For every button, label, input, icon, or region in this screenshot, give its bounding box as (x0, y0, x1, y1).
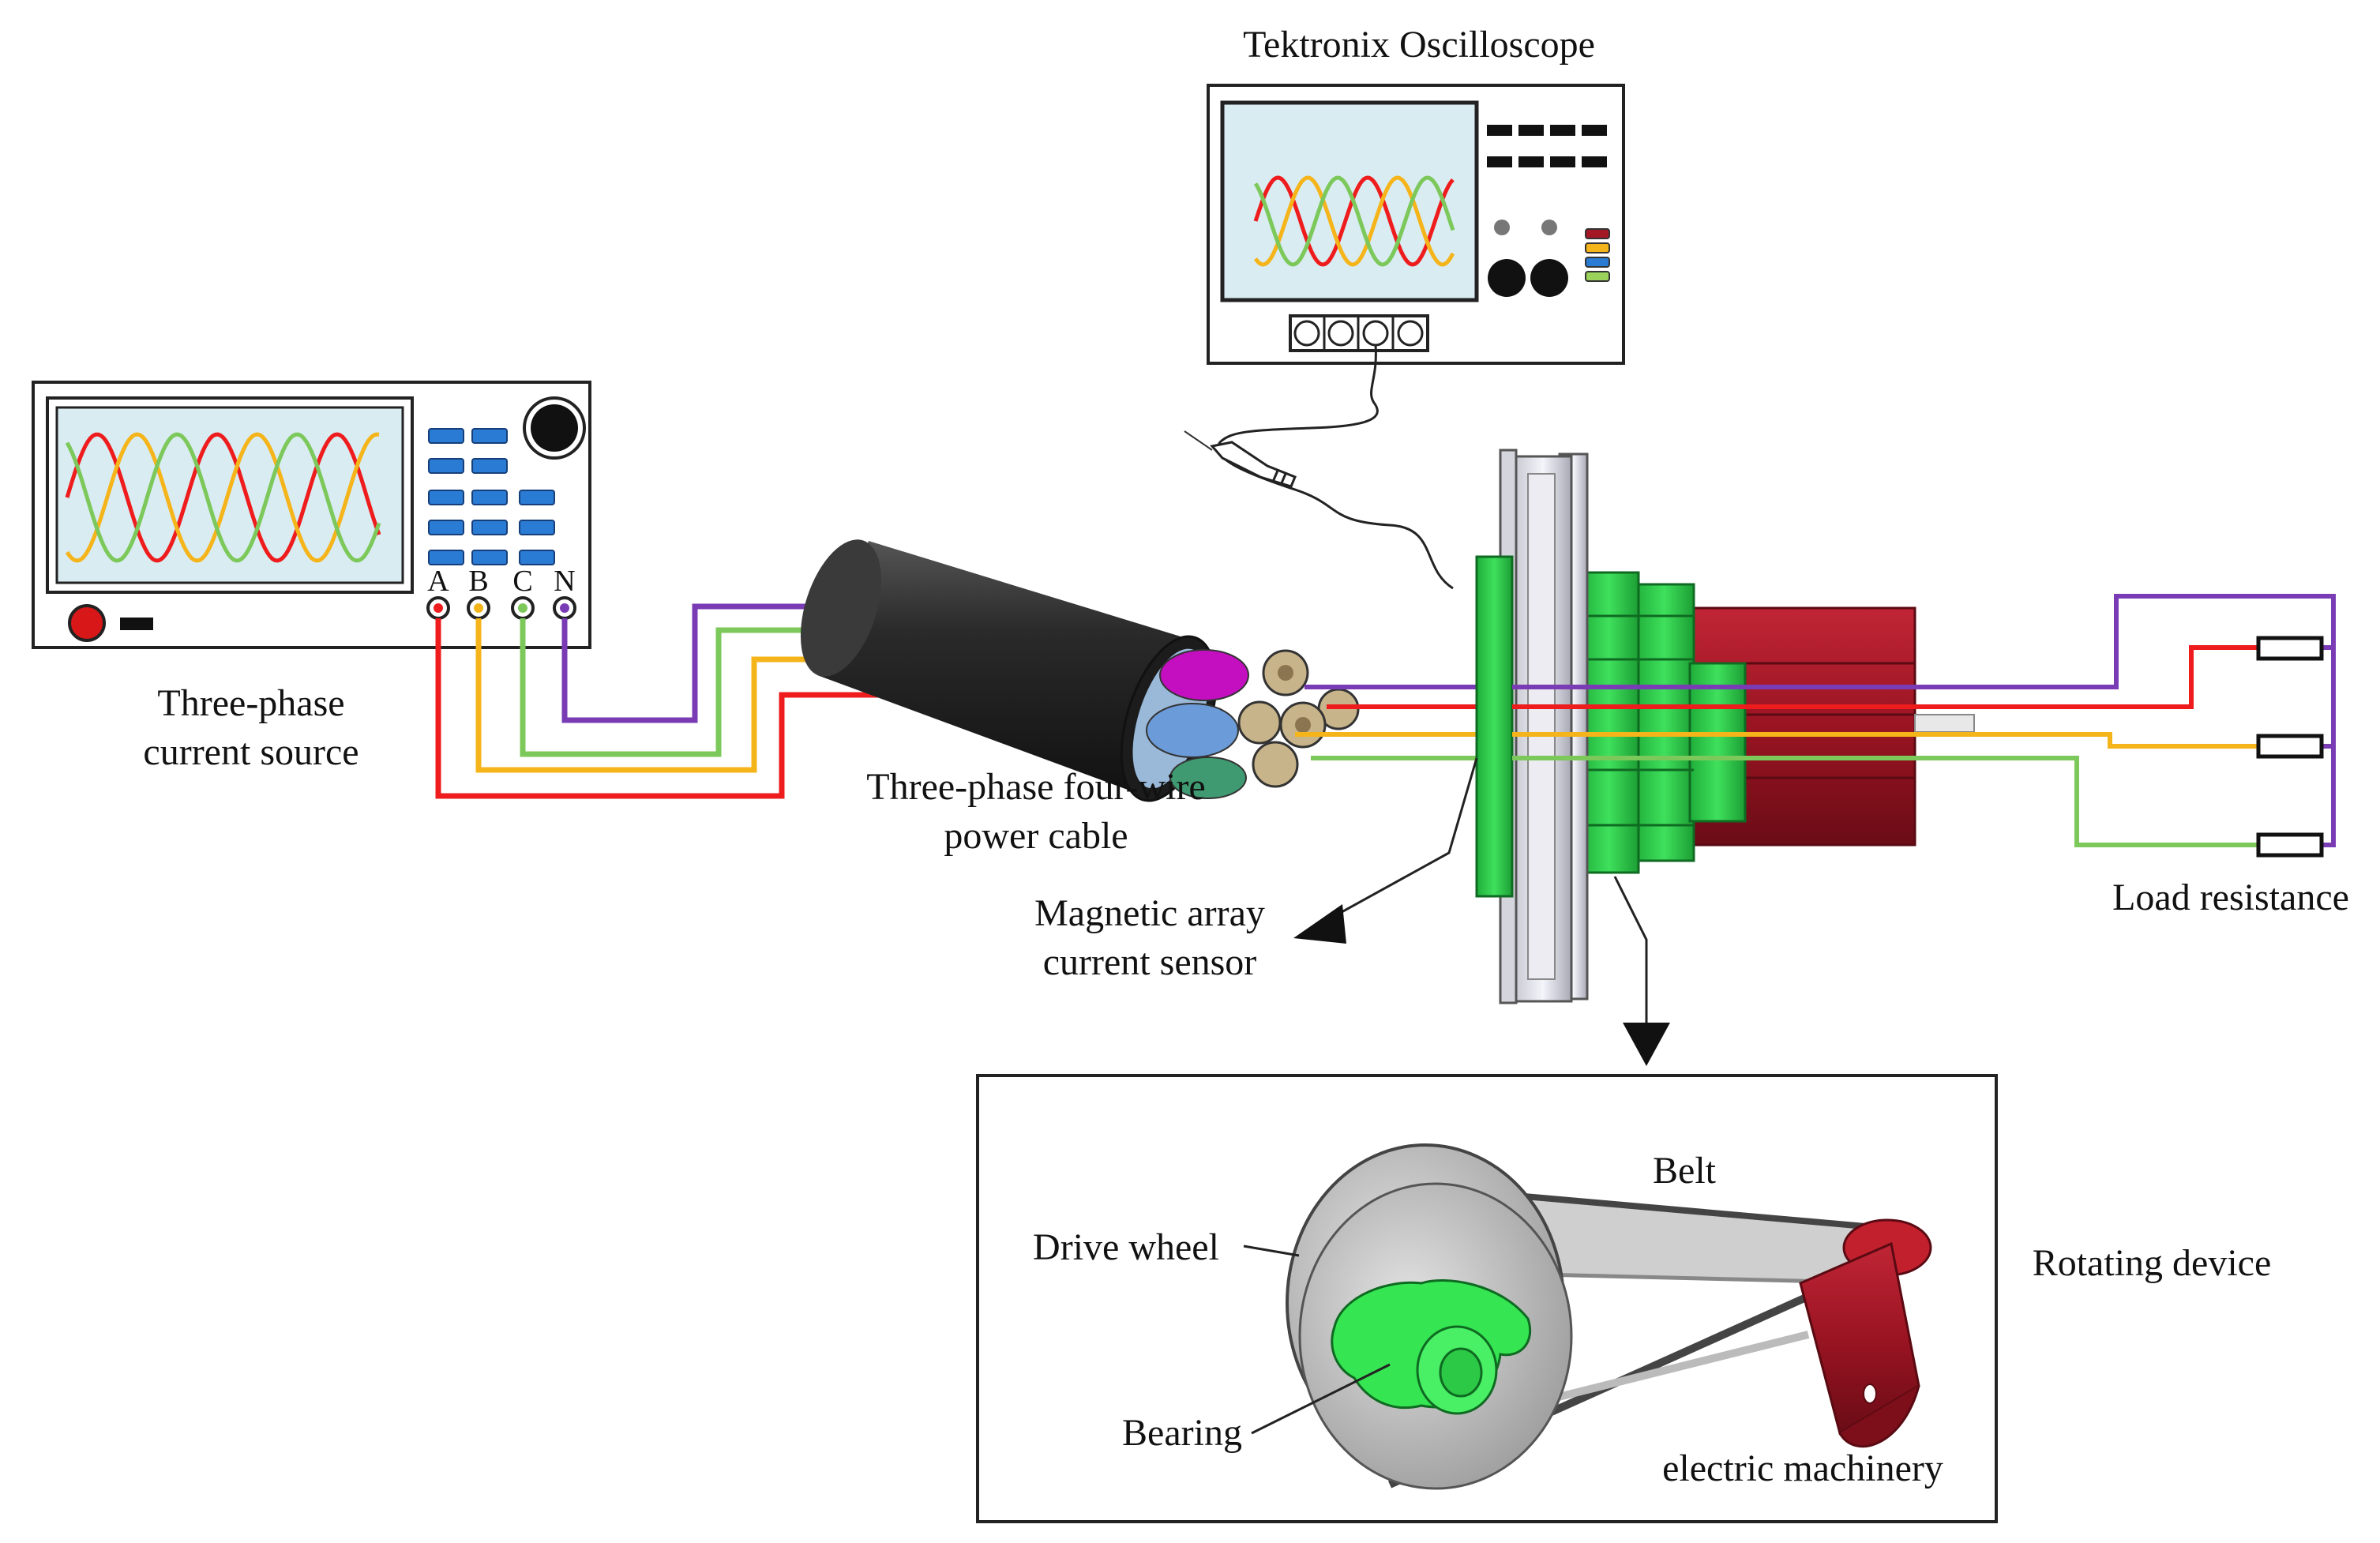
load-wire-neutral (1512, 594, 2336, 847)
power-cable (800, 539, 1360, 802)
terminal-n-label: N (554, 565, 575, 598)
cable-label-line1: Three-phase four-wire (866, 766, 1205, 808)
waveform-trace (1253, 175, 1455, 267)
keypad-key (428, 458, 464, 474)
power-button (68, 604, 106, 642)
rotating-arrow (1623, 1023, 1670, 1066)
keypad-key (519, 490, 555, 505)
terminal-c-label: C (512, 565, 532, 598)
load-resistor-b (2256, 734, 2324, 759)
sensor-label-line2: current sensor (1043, 941, 1257, 983)
load-resistors (2256, 636, 2324, 858)
belt-label: Belt (1653, 1150, 1717, 1192)
sensor-ring (1475, 555, 1514, 898)
rotating-pointer (1613, 876, 1648, 1027)
phase-conductor-blue (1146, 703, 1239, 758)
oscilloscope-probe-ports (1289, 314, 1429, 352)
waveform-trace (65, 432, 381, 563)
wire-neutral (561, 603, 829, 723)
waveform-trace (65, 432, 381, 563)
terminal-a-label: A (427, 565, 449, 598)
waveform-trace (1253, 175, 1455, 267)
source-wires (435, 603, 924, 799)
keypad-key (428, 520, 464, 535)
terminal-b-label: B (468, 565, 488, 598)
magnetic-array-current-sensor (1475, 449, 1975, 1004)
oscilloscope (1207, 84, 1625, 365)
drive-wheel-pointer (1243, 1245, 1300, 1257)
keypad-key (428, 490, 464, 505)
drive-wheel-label: Drive wheel (1033, 1226, 1219, 1268)
phase-conductor-green (1169, 756, 1247, 799)
keypad-key (471, 490, 508, 505)
load-wire-phase-c (1512, 756, 2258, 847)
keypad-key (428, 550, 464, 565)
load-wires (1512, 594, 2336, 847)
rotating-device-label: Rotating device (2033, 1242, 2272, 1284)
load-resistor-c (2256, 832, 2324, 858)
cable-to-sensor-wires (1295, 685, 1485, 760)
waveform-trace (1253, 175, 1455, 267)
sensor-pointer (1334, 757, 1478, 918)
oscilloscope-label: Tektronix Oscilloscope (1243, 24, 1595, 66)
source-label-line1: Three-phase (157, 682, 344, 724)
oscilloscope-buttons (1487, 125, 1610, 297)
wire-phase-c (520, 618, 875, 757)
load-wire-phase-b (1512, 732, 2258, 749)
sensor-label-line1: Magnetic array (1034, 892, 1265, 934)
neutral-conductor (1159, 649, 1249, 701)
waveform-trace (65, 432, 380, 563)
keypad-key (471, 458, 508, 474)
load-label: Load resistance (2112, 877, 2349, 918)
keypad-key (519, 550, 555, 565)
keypad-key (428, 428, 464, 444)
wire-phase-a (435, 618, 924, 799)
machinery-label: electric machinery (1662, 1447, 1943, 1489)
electric-machinery (1799, 1218, 1932, 1448)
keypad-key (471, 520, 508, 535)
probe (1184, 430, 1297, 488)
belt-groove (1527, 473, 1556, 980)
current-source: A B C N (32, 381, 591, 649)
load-resistor-a (2256, 636, 2324, 661)
bearing-pointer (1251, 1363, 1391, 1435)
current-source-waveforms (65, 432, 381, 563)
oscilloscope-waveforms (1253, 175, 1455, 267)
keypad-key (519, 520, 555, 535)
keypad-key (471, 550, 508, 565)
load-wire-phase-a (1512, 645, 2258, 709)
wire-phase-b (475, 618, 883, 773)
current-source-keypad (428, 428, 555, 565)
sensor-arrow (1293, 904, 1346, 944)
keypad-key (471, 428, 508, 444)
rotating-device-inset (976, 1074, 1998, 1523)
bearing-label: Bearing (1122, 1412, 1242, 1454)
source-label-line2: current source (143, 731, 359, 773)
cable-label-line2: power cable (944, 815, 1128, 857)
